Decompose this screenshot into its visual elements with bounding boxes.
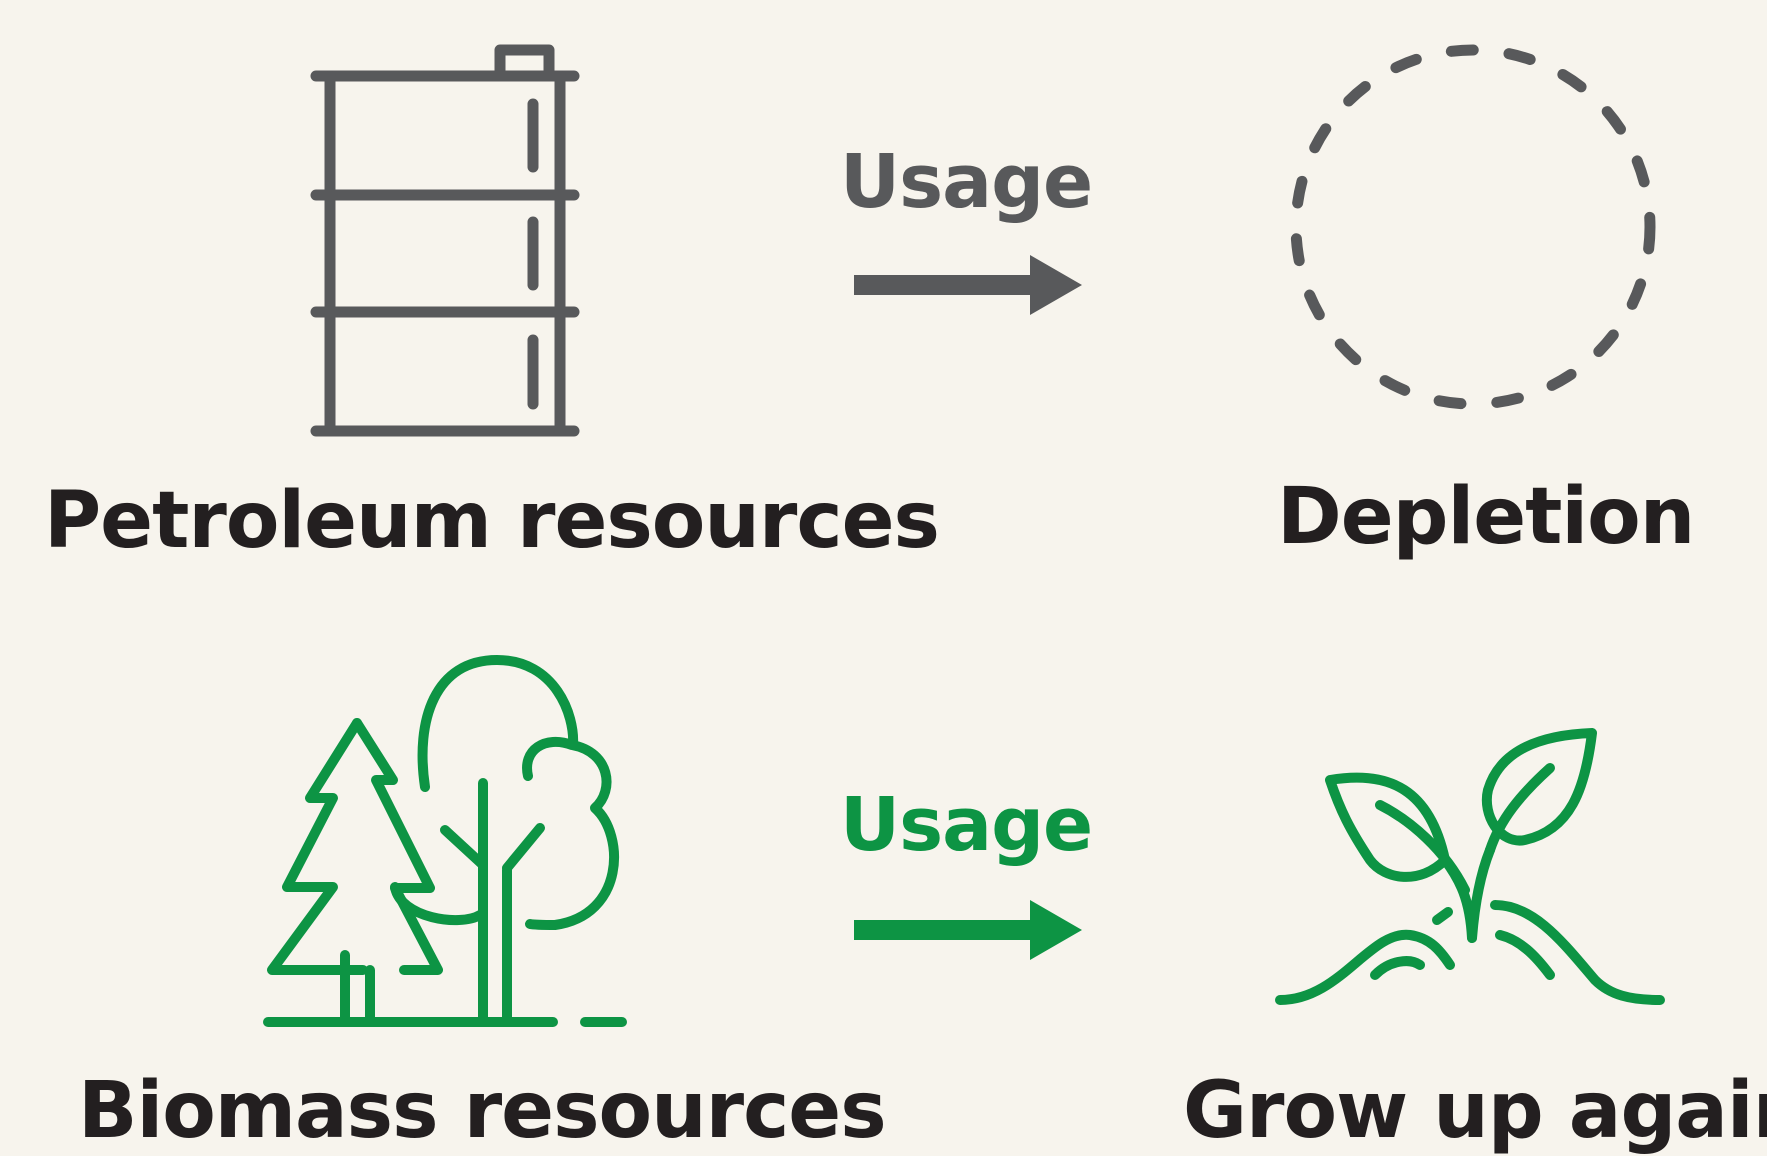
grow-up-again-label: Grow up again	[1183, 1066, 1767, 1156]
biomass-resources-label: Biomass resources	[78, 1066, 887, 1156]
usage-arrow-biomass	[854, 900, 1082, 960]
trees-icon	[263, 655, 627, 1027]
depletion-label: Depletion	[1277, 472, 1695, 562]
petroleum-resources-label: Petroleum resources	[44, 476, 940, 566]
sprout-icon	[1275, 728, 1665, 1005]
usage-label-biomass: Usage	[840, 782, 1093, 868]
dashed-circle-icon	[1290, 44, 1656, 410]
oil-barrel-icon	[310, 44, 580, 437]
usage-label-petroleum: Usage	[840, 139, 1093, 225]
usage-arrow-petroleum	[854, 255, 1082, 315]
